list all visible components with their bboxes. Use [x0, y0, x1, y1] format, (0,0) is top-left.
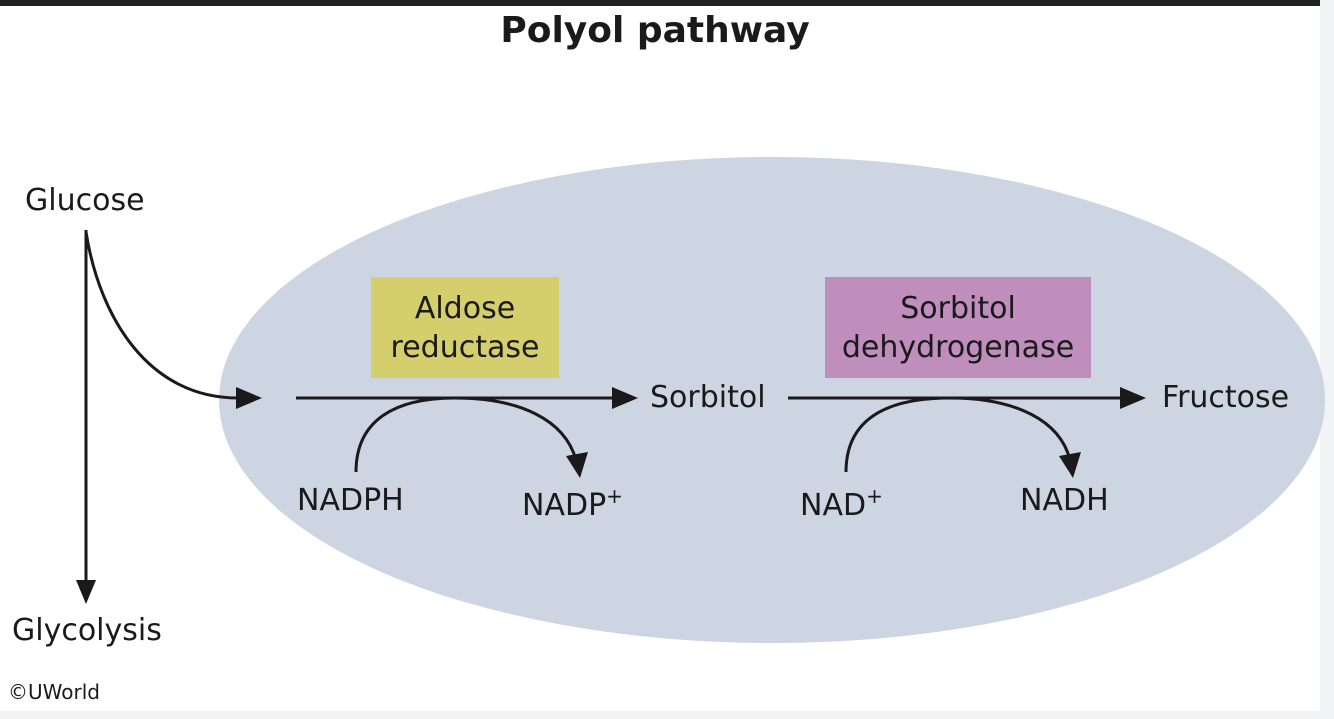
aldose-reductase-line2: reductase	[390, 329, 540, 365]
cell-entry-arrowhead	[236, 387, 262, 409]
glucose-to-cell-arrow	[84, 231, 239, 400]
page-title: Polyol pathway	[500, 10, 810, 51]
glucose-label: Glucose	[25, 183, 145, 218]
sorbitol-dehydrogenase-line1: Sorbitol	[900, 290, 1016, 326]
nad-base: NAD	[800, 488, 867, 523]
nadp-label: NADP+	[522, 486, 623, 521]
nadp-arrowhead	[566, 452, 588, 478]
glycolysis-label: Glycolysis	[12, 613, 162, 648]
nad-label: NAD+	[800, 486, 883, 521]
glycolysis-arrowhead	[76, 580, 96, 604]
sorbitol-dehydrogenase-line2: dehydrogenase	[841, 329, 1075, 365]
nad-superscript: +	[866, 484, 883, 508]
nadph-to-nadp-curve	[354, 396, 578, 473]
nadp-base: NADP	[522, 488, 607, 523]
nadph-label: NADPH	[297, 483, 404, 518]
right-border	[1320, 0, 1334, 719]
nadh-label: NADH	[1020, 483, 1109, 518]
bottom-border	[0, 711, 1334, 719]
sorbitol-label: Sorbitol	[650, 380, 766, 415]
top-border	[0, 0, 1334, 6]
copyright-text: ©UWorld	[8, 680, 100, 704]
sorbitol-arrowhead	[612, 387, 638, 409]
fructose-arrowhead	[1120, 387, 1146, 409]
cell-ellipse	[219, 157, 1325, 643]
nadh-arrowhead	[1059, 452, 1081, 478]
sorbitol-dehydrogenase-box: Sorbitol dehydrogenase	[825, 277, 1091, 378]
fructose-label: Fructose	[1162, 380, 1290, 415]
aldose-reductase-line1: Aldose	[414, 290, 516, 326]
nadp-superscript: +	[606, 484, 623, 508]
nad-to-nadh-curve	[844, 396, 1072, 473]
aldose-reductase-box: Aldose reductase	[371, 277, 559, 378]
